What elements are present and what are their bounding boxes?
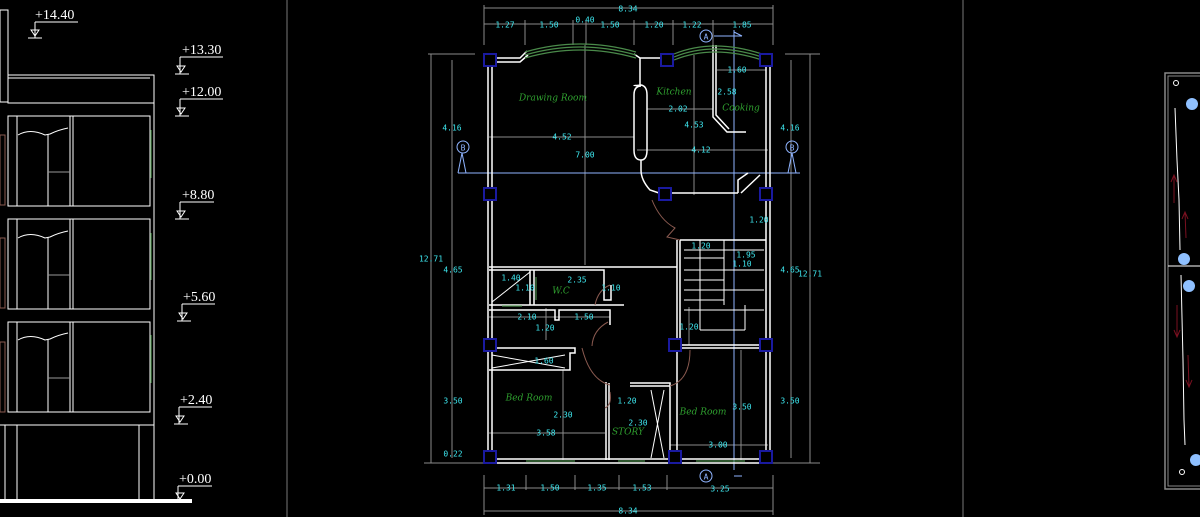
level-label: +8.80: [182, 188, 214, 203]
room-label-wc: W.C: [552, 287, 570, 297]
svg-text:1.50: 1.50: [600, 21, 619, 30]
svg-text:1.10: 1.10: [732, 260, 751, 269]
svg-text:4.52: 4.52: [552, 133, 571, 142]
svg-text:3.50: 3.50: [732, 403, 751, 412]
svg-text:3.00: 3.00: [708, 441, 727, 450]
svg-text:4.53: 4.53: [684, 121, 703, 130]
level-label: +14.40: [35, 8, 74, 23]
stair-section-detail: [1164, 72, 1200, 490]
svg-text:B: B: [461, 144, 466, 153]
svg-text:1.20: 1.20: [679, 323, 698, 332]
svg-text:1.27: 1.27: [495, 21, 514, 30]
svg-text:1.60: 1.60: [534, 357, 553, 366]
svg-text:3.50: 3.50: [780, 397, 799, 406]
level-label: +5.60: [183, 290, 215, 305]
svg-text:8.34: 8.34: [618, 5, 637, 14]
svg-text:12.71: 12.71: [798, 270, 822, 279]
svg-text:1.50: 1.50: [539, 21, 558, 30]
svg-text:2.30: 2.30: [553, 411, 572, 420]
svg-text:7.00: 7.00: [575, 151, 594, 160]
svg-text:1.31: 1.31: [496, 484, 515, 493]
top-dimensions: 8.34 1.27 1.50 0.40 1.50 1.20 1.22 1.85: [495, 5, 751, 30]
building-section-elevation: +14.40 +13.30 +12.00 +8.80 +5.60 +2.40 +…: [0, 8, 223, 503]
svg-text:8.34: 8.34: [618, 507, 637, 516]
room-label-bed-room: Bed Room: [505, 394, 553, 404]
svg-text:12.71: 12.71: [419, 255, 443, 264]
svg-text:1.60: 1.60: [727, 66, 746, 75]
svg-text:1.10: 1.10: [601, 284, 620, 293]
svg-text:B: B: [790, 144, 795, 153]
svg-text:0.22: 0.22: [443, 450, 462, 459]
svg-text:4.12: 4.12: [691, 146, 710, 155]
svg-text:2.02: 2.02: [668, 105, 687, 114]
level-label: +2.40: [180, 393, 212, 408]
room-label-drawing-room: Drawing Room: [518, 94, 587, 104]
svg-text:A: A: [704, 33, 709, 42]
svg-text:2.58: 2.58: [717, 88, 736, 97]
svg-text:1.20: 1.20: [691, 242, 710, 251]
svg-text:1.20: 1.20: [535, 324, 554, 333]
svg-text:1.50: 1.50: [574, 313, 593, 322]
svg-text:1.50: 1.50: [540, 484, 559, 493]
room-label-cooking: Cooking: [722, 104, 760, 114]
room-label-story: STORY: [612, 428, 645, 438]
floor-plan: A A B B: [419, 5, 822, 516]
bottom-dimensions: 1.31 1.50 1.35 1.53 3.25 8.34: [496, 484, 729, 516]
svg-text:1.20: 1.20: [749, 216, 768, 225]
structural-columns: [483, 53, 773, 464]
svg-text:4.16: 4.16: [780, 124, 799, 133]
room-label-bed-room: Bed Room: [679, 408, 727, 418]
svg-text:1.10: 1.10: [515, 284, 534, 293]
svg-text:3.58: 3.58: [536, 429, 555, 438]
svg-text:1.20: 1.20: [644, 21, 663, 30]
svg-text:1.95: 1.95: [736, 251, 755, 260]
level-label: +0.00: [179, 472, 211, 487]
svg-text:4.65: 4.65: [443, 266, 462, 275]
grid-axis-marker: A A B B: [456, 29, 799, 483]
room-label-kitchen: Kitchen: [655, 88, 691, 98]
svg-text:2.30: 2.30: [628, 419, 647, 428]
svg-text:1.85: 1.85: [732, 21, 751, 30]
svg-text:A: A: [704, 473, 709, 482]
svg-text:1.40: 1.40: [501, 274, 520, 283]
svg-text:3.25: 3.25: [710, 485, 729, 494]
level-label: +13.30: [182, 43, 221, 58]
svg-text:4.16: 4.16: [442, 124, 461, 133]
svg-text:1.22: 1.22: [682, 21, 701, 30]
svg-text:4.65: 4.65: [780, 266, 799, 275]
svg-text:1.53: 1.53: [632, 484, 651, 493]
svg-text:0.40: 0.40: [575, 16, 594, 25]
svg-text:2.35: 2.35: [567, 276, 586, 285]
svg-text:1.20: 1.20: [617, 397, 636, 406]
svg-text:1.35: 1.35: [587, 484, 606, 493]
svg-text:3.50: 3.50: [443, 397, 462, 406]
svg-text:2.10: 2.10: [517, 313, 536, 322]
inner-dimensions: 1.60 2.58 2.02 4.53 4.52 4.12 7.00 4.16 …: [419, 66, 822, 459]
level-label: +12.00: [182, 85, 221, 100]
